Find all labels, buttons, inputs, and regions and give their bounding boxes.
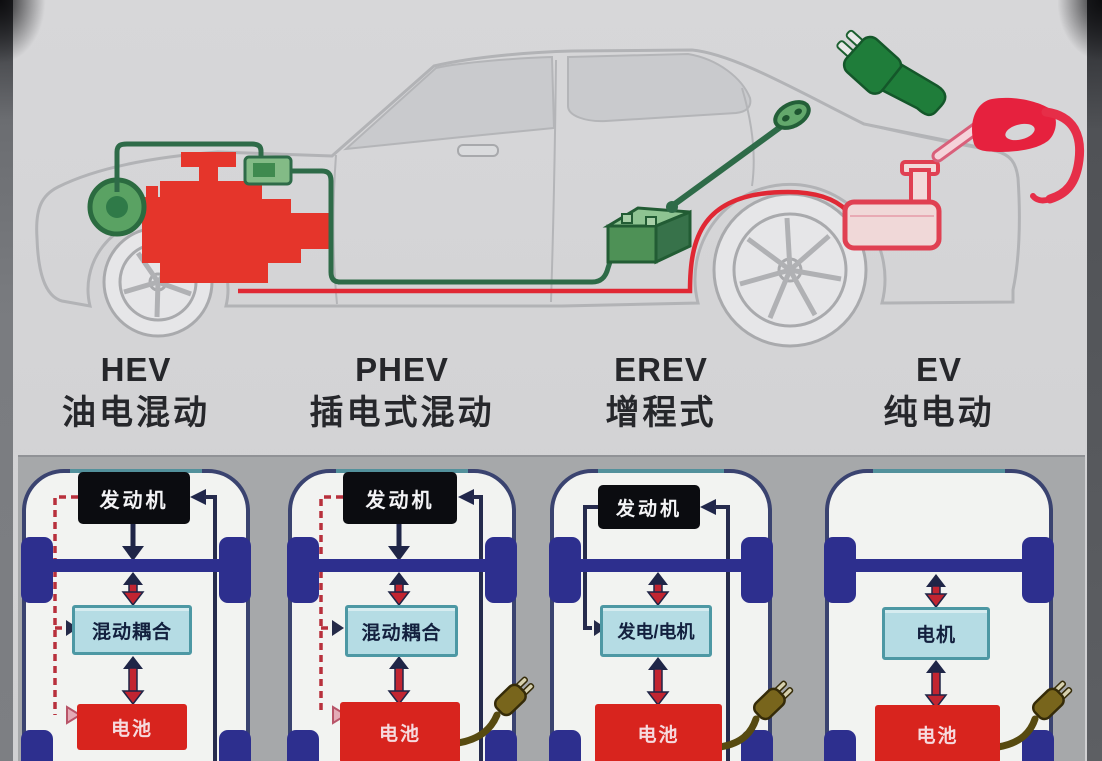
wheels: [549, 537, 773, 761]
fuel-dashed-line: [53, 495, 78, 715]
drivetrain-panels-band: 发动机 混动耦合 电池: [18, 455, 1085, 761]
charge-cable: [670, 117, 792, 209]
engine-box: 发动机: [598, 485, 700, 529]
header-erev: EREV 增程式: [550, 350, 772, 436]
motor-box: 电机: [882, 607, 990, 660]
rear-window: [567, 52, 752, 123]
coupling-box: 混动耦合: [72, 605, 192, 655]
panel-phev: 发动机 混动耦合 电池: [287, 469, 538, 761]
fuel-nozzle-icon: [931, 97, 1085, 204]
generator-motor-box: 发电/电机: [600, 605, 712, 657]
header-erev-name: 增程式: [605, 394, 717, 432]
plug-cable: [716, 715, 760, 751]
front-motor-icon: [87, 177, 147, 237]
engine-wheel-loop: [190, 489, 217, 761]
inverter-icon: [243, 155, 293, 186]
battery-box: 电池: [595, 704, 722, 761]
traction-battery-icon: [602, 206, 692, 265]
rear-wheel: [712, 192, 868, 348]
panel-ev: 电机 电池: [824, 469, 1076, 761]
fuel-tank-icon: [842, 160, 942, 251]
header-hev-name: 油电混动: [62, 394, 210, 432]
inverter-wiring: [114, 141, 341, 285]
battery-box: 电池: [875, 705, 1000, 761]
battery-box: 电池: [77, 704, 187, 750]
charging-plug-icon: [836, 29, 947, 117]
plug-cable: [454, 711, 501, 747]
plug-cable: [994, 715, 1039, 751]
axle: [294, 559, 510, 572]
battery-box: 电池: [340, 702, 460, 761]
engine-icon: [142, 152, 329, 283]
header-ev-name: 纯电动: [883, 394, 995, 432]
wheels: [824, 537, 1054, 761]
car-illustration: [35, 29, 1085, 348]
front-window: [343, 55, 556, 151]
fuel-dashed-line: [319, 495, 343, 715]
header-ev: EV 纯电动: [825, 350, 1053, 436]
header-phev-abbr: PHEV: [355, 351, 449, 388]
header-erev-abbr: EREV: [614, 351, 708, 388]
engine-box: 发动机: [343, 472, 457, 524]
wheels: [21, 537, 251, 761]
header-phev-name: 插电式混动: [309, 394, 495, 432]
door-handle: [457, 144, 499, 157]
engine-wheel-loop: [458, 489, 483, 761]
panel-erev: 发动机 发电/电机 电池: [549, 469, 797, 761]
charge-port-icon: [773, 100, 811, 130]
coupling-box: 混动耦合: [345, 605, 458, 657]
engine-box: 发动机: [78, 472, 190, 524]
header-ev-abbr: EV: [915, 351, 963, 388]
axle: [28, 559, 244, 572]
axle: [831, 559, 1047, 572]
axle: [556, 559, 766, 572]
electric-wire: [338, 261, 613, 285]
type-headers: HEV 油电混动 PHEV 插电式混动 EREV 增程式 EV 纯电动: [0, 350, 1102, 450]
panel-hev: 发动机 混动耦合 电池: [21, 469, 251, 761]
header-phev: PHEV 插电式混动: [288, 350, 516, 436]
engine-battery-loop: [700, 499, 730, 761]
header-hev: HEV 油电混动: [22, 350, 250, 436]
header-hev-abbr: HEV: [100, 351, 172, 388]
wheels: [287, 537, 517, 761]
